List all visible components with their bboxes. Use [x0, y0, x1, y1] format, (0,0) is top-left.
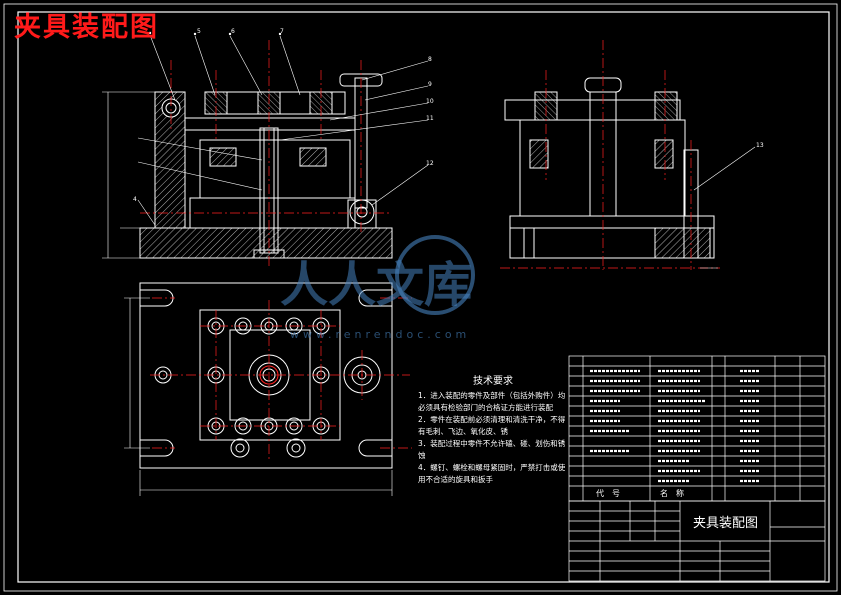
- side-view: [504, 77, 715, 259]
- callout-label-12: 12: [426, 160, 434, 167]
- titleblock-title: 夹具装配图: [693, 516, 759, 531]
- callout-label-13: 13: [756, 142, 764, 149]
- tech-requirements: 技术要求 1．进入装配的零件及部件（包括外购件）均必须具有检验部门的合格证方能进…: [418, 376, 568, 486]
- bom-header-code: 代 号: [596, 489, 620, 498]
- top-view: [139, 282, 393, 469]
- callout-ticks: [148, 31, 282, 36]
- callout-label-8: 8: [428, 56, 432, 63]
- tech-requirement-item: 1．进入装配的零件及部件（包括外购件）均必须具有检验部门的合格证方能进行装配: [418, 391, 566, 412]
- callout-label-10: 10: [426, 98, 434, 105]
- tech-requirement-item: 2．零件在装配前必须清理和清洗干净，不得有毛刺、飞边、氧化皮、锈: [418, 415, 566, 436]
- side-view-leaders: [693, 146, 756, 269]
- bom-entries: [590, 369, 760, 483]
- tech-requirement-item: 4．螺钉、螺栓和螺母紧固时，严禁打击或使用不合适的旋具和扳手: [418, 463, 566, 484]
- side-view-centerlines: [500, 40, 720, 270]
- top-view-centerlines: [150, 297, 412, 460]
- inner-frame: [17, 11, 830, 583]
- front-view-centerlines: [140, 40, 392, 268]
- tech-requirement-item: 3．装配过程中零件不允许磕、碰、划伤和锈蚀: [418, 439, 566, 460]
- tech-requirements-title: 技术要求: [473, 376, 513, 387]
- callout-label-4: 4: [133, 196, 137, 203]
- front-view: [139, 73, 393, 259]
- top-view-dimensions: [124, 297, 393, 496]
- drawing-title-overlay: 夹具装配图: [14, 12, 159, 43]
- bom-table: [568, 355, 826, 502]
- callout-label-11: 11: [426, 115, 434, 122]
- callout-label-5: 5: [197, 28, 201, 35]
- callout-label-7: 7: [280, 28, 284, 35]
- front-view-leaders: [137, 34, 429, 226]
- front-view-dimensions: [102, 91, 155, 259]
- callout-label-6: 6: [231, 28, 235, 35]
- title-block: [568, 500, 826, 582]
- bom-header-name: 名 称: [660, 489, 684, 498]
- callout-label-9: 9: [428, 81, 432, 88]
- outer-frame: [3, 3, 838, 592]
